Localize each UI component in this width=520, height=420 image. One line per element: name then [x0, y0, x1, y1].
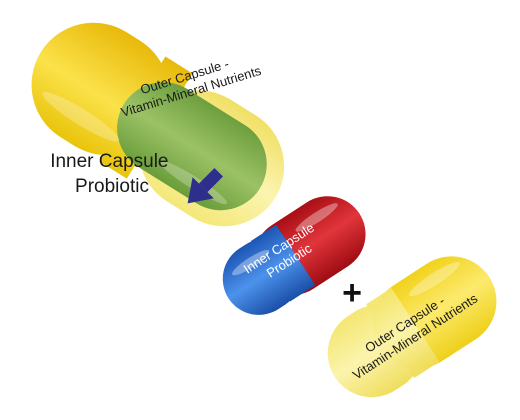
- big-inner-label-line1: Inner Capsule: [50, 151, 168, 172]
- small-yellow-capsule: [327, 256, 497, 398]
- red-blue-capsule: [222, 196, 366, 315]
- big-capsule-inner-capsule: [117, 82, 267, 211]
- big-capsule: [31, 22, 285, 227]
- big-inner-label-line2: Probiotic: [75, 176, 149, 197]
- big-inner-label: Inner Capsule Probiotic: [50, 151, 174, 197]
- plus-sign: +: [342, 274, 362, 312]
- arrow-down-right-icon: [187, 168, 223, 204]
